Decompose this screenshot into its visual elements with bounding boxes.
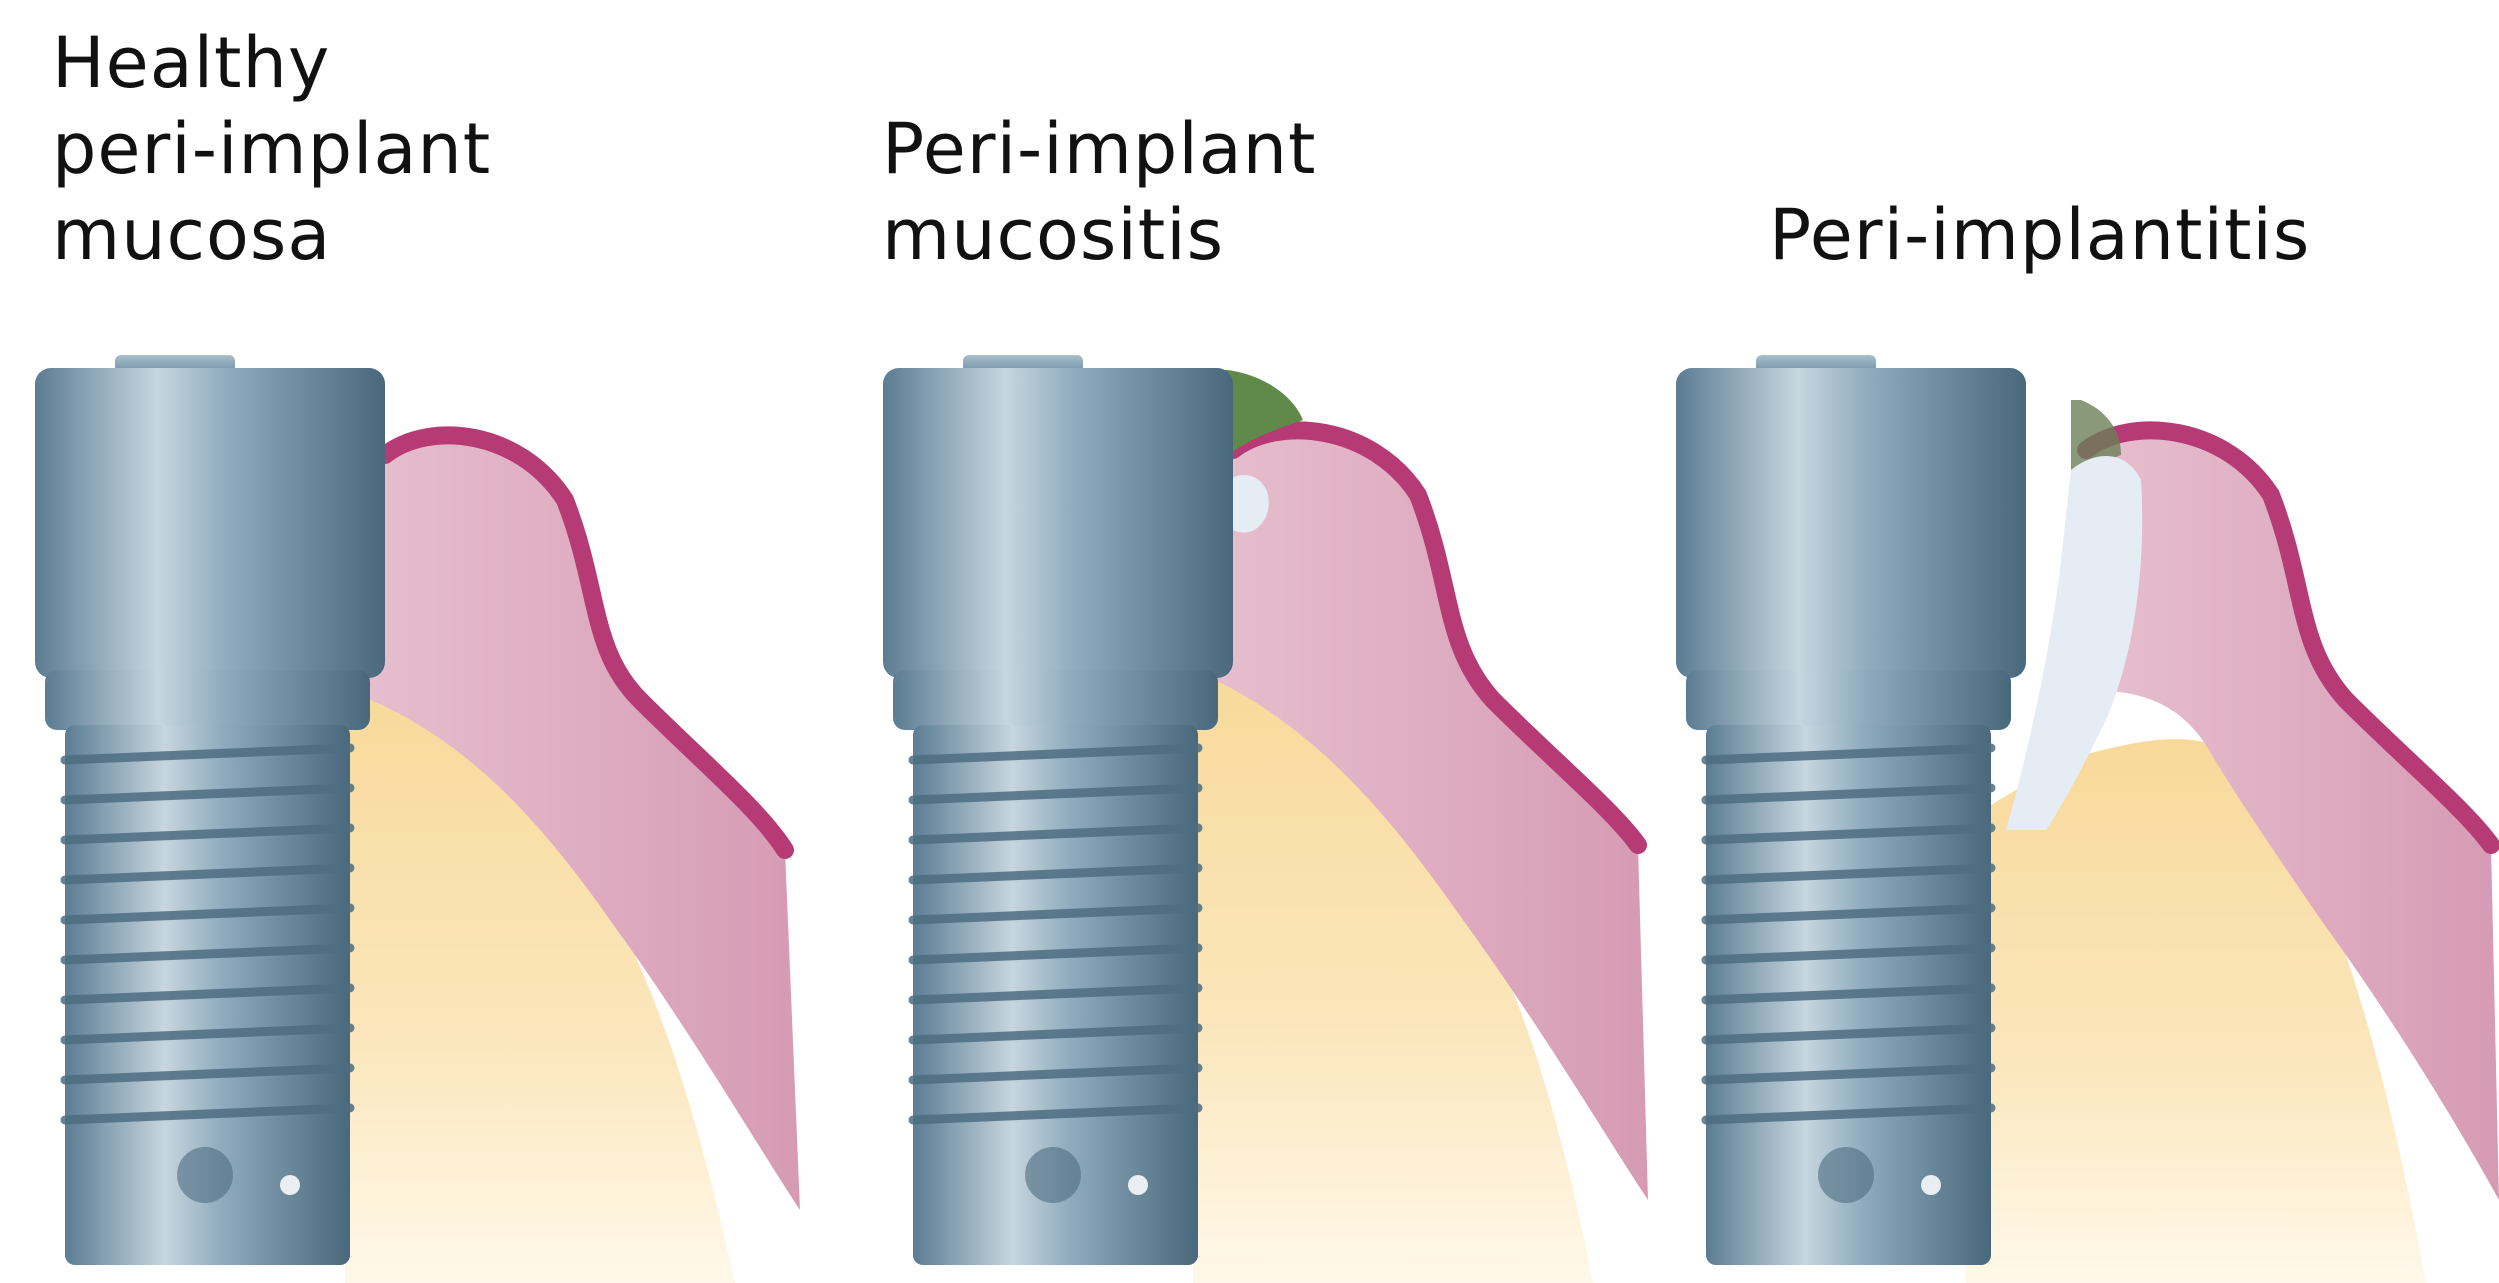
panel-healthy: Healthy peri-implant mucosa: [0, 0, 833, 1283]
implant: [1676, 355, 2026, 1265]
panel-mucositis: Peri-implant mucositis: [833, 0, 1666, 1283]
implantitis-illustration: [1666, 0, 2499, 1283]
healthy-illustration: [0, 0, 833, 1283]
implant: [35, 355, 385, 1265]
implant: [883, 355, 1233, 1265]
panel-implantitis: Peri-implantitis: [1666, 0, 2499, 1283]
mucositis-illustration: [833, 0, 1666, 1283]
